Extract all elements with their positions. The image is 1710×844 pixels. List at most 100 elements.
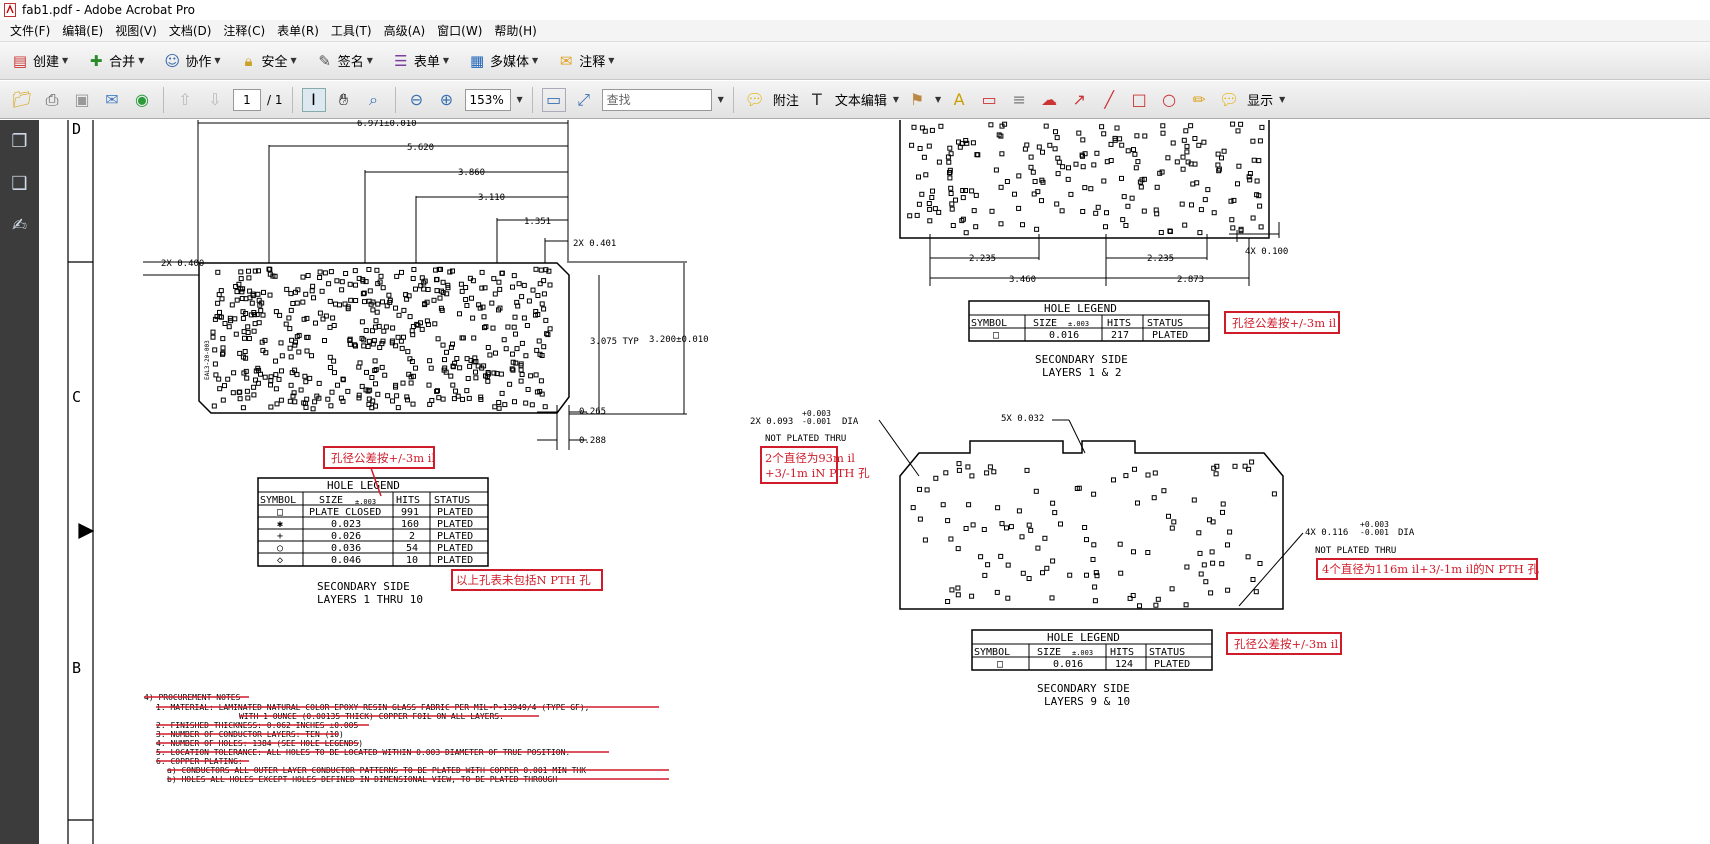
menu-forms[interactable]: 表单(R) <box>277 24 319 38</box>
fit-page-icon[interactable]: ▭ <box>541 87 566 112</box>
menu-advanced[interactable]: 高级(A) <box>383 24 426 38</box>
pad-mark <box>1079 152 1085 158</box>
menu-tools[interactable]: 工具(T) <box>330 24 372 38</box>
pages-panel-icon[interactable]: ❐ <box>11 130 28 152</box>
menu-help[interactable]: 帮助(H) <box>494 24 537 38</box>
multimedia-button[interactable]: ▦ 多媒体▼ <box>463 49 542 73</box>
sign-button[interactable]: ✎ 签名▼ <box>311 49 377 73</box>
pad-mark <box>999 151 1005 157</box>
pad-mark <box>1160 123 1166 129</box>
next-page-icon[interactable]: ⇩ <box>208 90 222 109</box>
pad-mark <box>927 218 933 224</box>
create-button[interactable]: ▤ 创建▼ <box>6 49 72 73</box>
dim-label: 5X 0.032 <box>1001 414 1044 424</box>
chevron-down-icon[interactable]: ▼ <box>935 95 942 104</box>
pad-mark <box>943 470 949 476</box>
annotation-text[interactable]: 孔径公差按+/-3m il <box>1232 316 1336 330</box>
show-comments-icon[interactable]: 💬︎ <box>1219 90 1240 109</box>
text-edit-button[interactable]: 文本编辑 <box>834 94 887 109</box>
email-icon[interactable]: ✉ <box>105 90 119 109</box>
pad-mark <box>537 281 543 287</box>
upload-icon[interactable]: ◉ <box>135 90 149 109</box>
legend-cell: 0.036 <box>331 543 361 554</box>
marquee-zoom-icon[interactable]: ⌕ <box>369 89 378 109</box>
lines-icon[interactable]: ≡ <box>1012 90 1026 109</box>
pad-mark <box>513 331 518 337</box>
search-input[interactable]: 查找 <box>601 88 712 111</box>
pad-mark <box>956 467 962 473</box>
zoom-level-field[interactable]: 153% <box>464 88 511 111</box>
pad-mark <box>352 268 358 274</box>
chevron-down-icon[interactable]: ▼ <box>516 95 523 104</box>
menu-comments[interactable]: 注释(C) <box>223 24 266 38</box>
page-number-input[interactable]: 1 <box>233 88 261 111</box>
pad-mark <box>945 599 951 604</box>
annotation-text[interactable]: 孔径公差按+/-3m il <box>1234 637 1338 651</box>
collaborate-button[interactable]: ☺ 协作▼ <box>158 49 224 73</box>
pad-mark <box>215 300 221 306</box>
security-button[interactable]: 🔒︎ 安全▼ <box>235 49 301 73</box>
annotation-text[interactable]: 孔径公差按+/-3m il <box>331 451 435 465</box>
line-icon[interactable]: ╱ <box>1104 90 1114 109</box>
pad-mark <box>233 331 239 337</box>
chevron-down-icon[interactable]: ▼ <box>1279 95 1286 104</box>
save-icon[interactable]: ▣ <box>74 90 90 109</box>
pad-mark <box>1198 207 1204 213</box>
menu-edit[interactable]: 编辑(E) <box>62 24 104 38</box>
show-button[interactable]: 显示 <box>1247 94 1274 109</box>
menu-file[interactable]: 文件(F) <box>10 24 51 38</box>
zoom-out-icon[interactable]: ⊖ <box>409 90 424 109</box>
pad-mark <box>451 396 457 402</box>
stamp-icon[interactable]: ⚑ <box>909 90 925 109</box>
pad-mark <box>288 354 294 360</box>
pad-mark <box>911 124 917 130</box>
zoom-in-icon[interactable]: ⊕ <box>439 90 454 109</box>
signatures-panel-icon[interactable]: ✍︎ <box>11 214 28 236</box>
sticky-note-button[interactable]: 附注 <box>772 94 799 109</box>
forms-button[interactable]: ☰ 表单▼ <box>387 49 453 73</box>
dim-label: 3.200±0.010 <box>649 335 709 345</box>
sticky-note-icon[interactable]: 💬︎ <box>744 90 765 109</box>
annotation-text[interactable]: 2个直径为93m il <box>765 451 855 465</box>
pad-mark <box>347 281 353 287</box>
print-icon[interactable]: ⎙ <box>45 89 59 109</box>
dim-label: +0.003 <box>802 409 831 418</box>
annotation-text[interactable]: 4个直径为116m il+3/-1m il的N PTH 孔 <box>1322 562 1539 576</box>
chevron-down-icon[interactable]: ▼ <box>892 95 899 104</box>
highlight-text-icon[interactable]: A <box>953 90 965 109</box>
pencil-icon[interactable]: ✏︎ <box>1192 90 1206 109</box>
pad-mark <box>413 286 418 292</box>
select-cursor-icon[interactable]: I <box>301 87 326 112</box>
menu-document[interactable]: 文档(D) <box>168 24 212 38</box>
pad-mark <box>1245 554 1251 560</box>
full-screen-icon[interactable]: ⤢ <box>577 89 591 109</box>
pad-mark <box>366 267 372 272</box>
pad-mark <box>1225 587 1231 593</box>
pad-mark <box>491 276 497 282</box>
annotation-text[interactable]: +3/-1m iN PTH 孔 <box>765 466 870 480</box>
arrow-icon[interactable]: ↗ <box>1072 90 1086 109</box>
text-edit-icon[interactable]: T <box>811 90 822 109</box>
cloud-icon[interactable]: ☁︎ <box>1041 90 1058 109</box>
hand-tool-icon[interactable]: ✋︎ <box>338 89 349 109</box>
dim-label: 2.235 <box>969 254 996 264</box>
rectangle-icon[interactable]: □ <box>1131 90 1147 109</box>
prev-page-icon[interactable]: ⇧ <box>178 90 192 109</box>
bookmarks-panel-icon[interactable]: ❑ <box>11 172 28 194</box>
pad-mark <box>1055 171 1061 177</box>
pad-mark <box>242 335 247 341</box>
chevron-down-icon[interactable]: ▼ <box>717 95 724 104</box>
document-view[interactable]: D C B 6.971±0.010 5.620 3 <box>39 120 1710 844</box>
pad-mark <box>1238 121 1244 127</box>
menu-window[interactable]: 窗口(W) <box>437 24 483 38</box>
combine-button[interactable]: ✚ 合并▼ <box>82 49 148 73</box>
pad-mark <box>325 396 331 402</box>
callout-icon[interactable]: ▭ <box>981 90 997 109</box>
pad-mark <box>216 376 222 382</box>
pad-mark <box>1167 228 1173 234</box>
comment-button[interactable]: ✉ 注释▼ <box>552 49 618 73</box>
open-folder-icon[interactable]: 📁︎ <box>11 90 33 109</box>
oval-icon[interactable]: ○ <box>1162 90 1177 109</box>
annotation-text[interactable]: 以上孔表未包括N PTH 孔 <box>456 573 591 587</box>
menu-view[interactable]: 视图(V) <box>115 24 157 38</box>
